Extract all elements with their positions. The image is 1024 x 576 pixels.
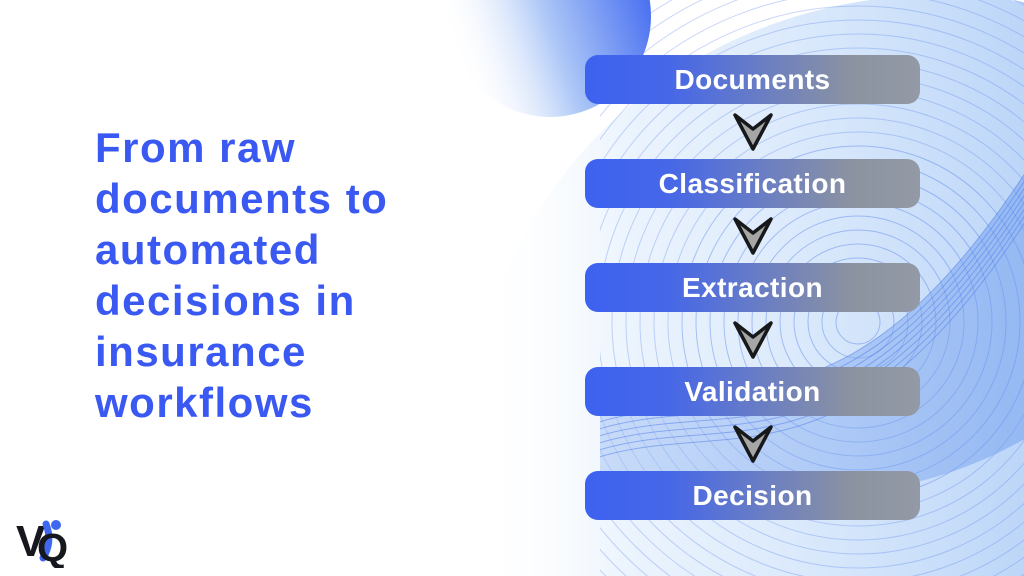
- flow-step-extraction: Extraction: [585, 263, 920, 312]
- workflow-diagram: Documents Classification Extraction Vali…: [585, 55, 920, 520]
- title-line: documents to: [95, 175, 389, 222]
- flow-connector: [585, 312, 920, 367]
- flow-step-classification: Classification: [585, 159, 920, 208]
- logo-blue-swoosh: [39, 520, 53, 562]
- logo-letter-q: Q: [37, 526, 68, 568]
- flow-connector: [585, 208, 920, 263]
- chevron-down-arrow-icon: [732, 424, 773, 463]
- title-line: automated: [95, 226, 321, 273]
- chevron-down-arrow-icon: [732, 216, 773, 255]
- flow-step-label: Decision: [692, 479, 813, 511]
- title-line: insurance: [95, 328, 307, 375]
- chevron-down-arrow-icon: [732, 112, 773, 151]
- flow-connector: [585, 104, 920, 159]
- flow-step-label: Validation: [684, 375, 821, 407]
- flow-connector: [585, 416, 920, 471]
- flow-step-label: Documents: [674, 63, 831, 95]
- brand-logo: V Q: [16, 516, 72, 570]
- chevron-down-arrow-icon: [732, 320, 773, 359]
- flow-step-validation: Validation: [585, 367, 920, 416]
- title-line: From raw: [95, 124, 297, 171]
- flow-step-documents: Documents: [585, 55, 920, 104]
- title-line: decisions in: [95, 277, 356, 324]
- logo-blue-dot: [51, 520, 61, 530]
- page-title: From raw documents to automated decision…: [95, 122, 485, 428]
- vq-logo-icon: V Q: [16, 517, 68, 570]
- flow-step-label: Extraction: [682, 271, 823, 303]
- flow-step-decision: Decision: [585, 471, 920, 520]
- flow-step-label: Classification: [658, 167, 847, 199]
- title-line: workflows: [95, 379, 314, 426]
